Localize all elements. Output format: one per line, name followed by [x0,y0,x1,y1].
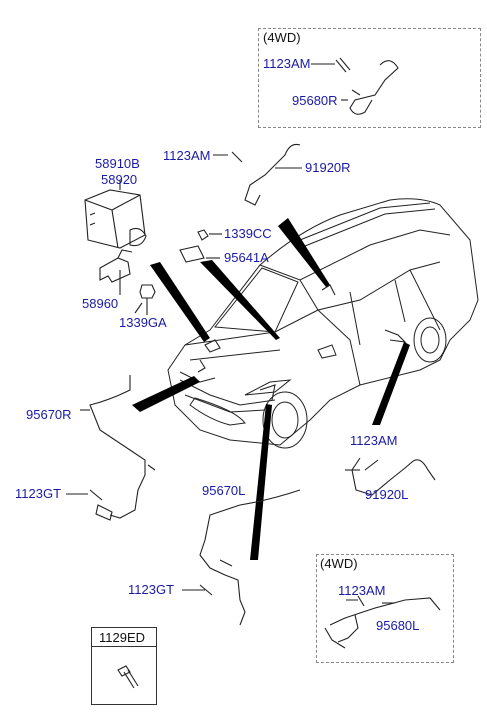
part-label-95680l: 95680L [376,618,420,633]
vehicle-drawing [167,198,479,449]
part-label-1123am-right: 1123AM [350,433,398,448]
top-4wd-box [258,28,481,128]
part-label-95641a: 95641A [224,250,269,265]
part-label-1123am-bottom: 1123AM [338,583,386,598]
part-label-95680r: 95680R [292,93,338,108]
legend-title: 1129ED [99,630,146,645]
pointer-wedges [132,218,410,560]
part-label-58960: 58960 [82,296,119,311]
part-label-1339cc: 1339CC [224,226,272,241]
part-label-91920r: 91920R [305,160,351,175]
harness-lines [66,57,441,649]
part-label-1123am-mid: 1123AM [163,148,211,163]
bottom-4wd-box [316,554,454,663]
part-label-91920l: 91920L [365,487,409,502]
part-label-1123gt-left: 1123GT [15,486,62,501]
legend-box [91,627,157,705]
part-label-1339ga: 1339GA [119,315,167,330]
legend-divider [91,646,156,647]
part-label-1123am-top: 1123AM [263,56,311,71]
part-label-95670l: 95670L [202,483,246,498]
part-label-58920: 58920 [101,172,138,187]
bolt-icon [117,665,139,689]
top-4wd-label: (4WD) [263,30,301,45]
part-label-95670r: 95670R [26,407,72,422]
bottom-4wd-label: (4WD) [320,556,358,571]
part-label-1123gt-bottom: 1123GT [128,582,175,597]
part-label-58910b: 58910B [95,156,140,171]
